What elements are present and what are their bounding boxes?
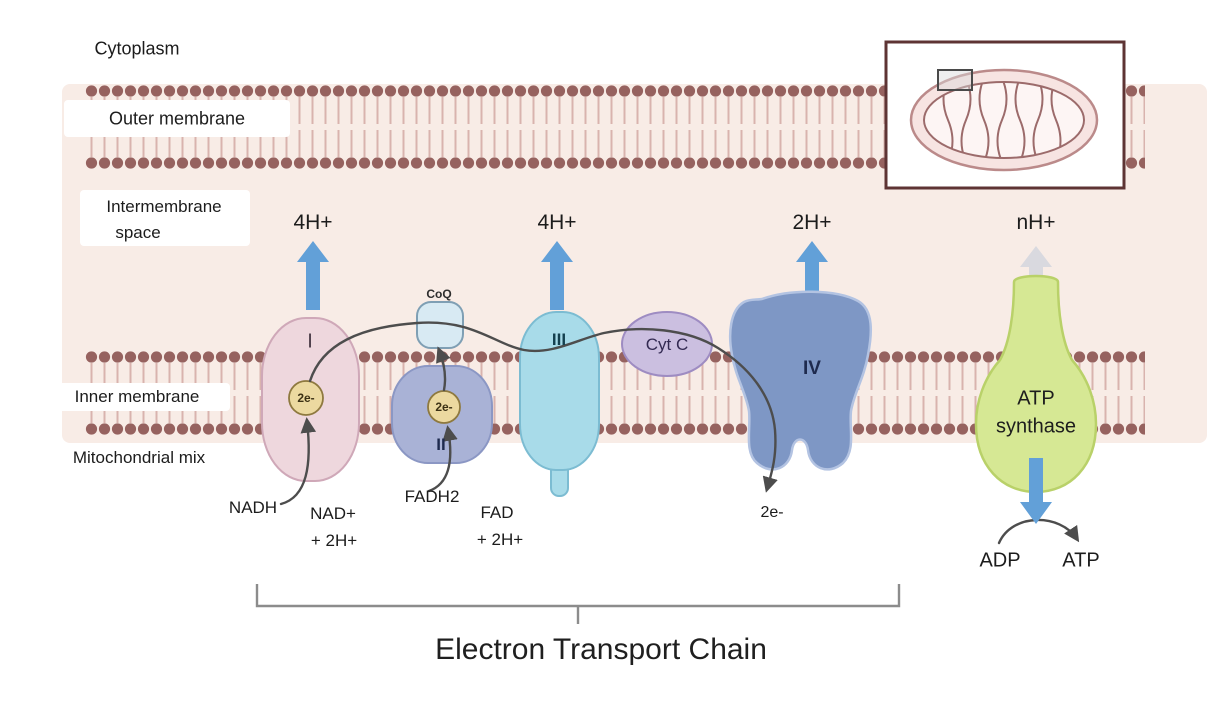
nadh-arrow [279,417,317,506]
matrix-label: Mitochondrial mix [72,448,206,467]
etc-bracket [255,584,901,624]
cyt-c-label: Cyt C [645,335,689,354]
proton-label-complex-iv: 2H+ [792,211,832,234]
atp-synthase-label-line2: synthase [995,415,1077,438]
coq-label: CoQ [426,287,452,301]
fad-label-line1: FAD [480,503,514,522]
electron-label-complex-i: 2e- [297,391,315,405]
intermembrane-space-label-line2: space [115,223,161,242]
electron-label-output: 2e- [760,504,784,521]
inner-membrane-label-backdrop [44,383,230,411]
adp-label: ADP [979,549,1021,572]
intermembrane-label-backdrop [80,190,250,246]
nad-label-line2: + 2H+ [310,531,358,550]
atp-synthase-label-line1: ATP [1017,387,1055,410]
electron-circle-complex-i [288,380,324,416]
proton-label-complex-iii: 4H+ [537,211,577,234]
outer-membrane-label: Outer membrane [108,108,246,129]
cytoplasm-label: Cytoplasm [94,38,180,59]
proton-label-complex-i: 4H+ [293,211,333,234]
diagram-title: Electron Transport Chain [435,633,767,666]
zoom-region-box [937,69,973,91]
nadh-label: NADH [228,498,278,517]
complex-ii-label: II [436,435,446,454]
proton-down-arrow-atp-synthase [1020,458,1052,524]
electron-label-complex-ii: 2e- [435,400,453,414]
proton-arrow-complex-iv [796,241,828,310]
electron-flow [279,321,1080,545]
proton-arrow-complex-i [297,241,329,310]
fadh2-label: FADH2 [404,487,460,506]
inner-membrane-label: Inner membrane [74,387,200,406]
matrix-label-backdrop [38,444,240,472]
electron-path-main [308,321,778,493]
outer-membrane-label-backdrop [64,100,290,137]
proton-label-atp-synthase: nH+ [1016,211,1056,234]
complex-iv-shape [728,290,873,471]
proton-arrow-complex-iii [541,241,573,310]
intermembrane-space-label-line1: Intermembrane [106,197,222,216]
complex-iii-label: III [551,330,567,349]
fad-label-line2: + 2H+ [476,530,524,549]
complex-iv-label: IV [803,358,821,379]
nad-label-line1: NAD+ [310,504,356,523]
fadh2-arrow [427,425,458,493]
mitochondrion-inset [884,40,1126,190]
atp-label: ATP [1062,549,1100,572]
atp-synthase-shape [974,274,1098,494]
adp-to-atp-arrow [997,518,1080,545]
complex-i-label: I [307,330,313,353]
electron-path-complex-ii-to-coq [436,346,451,392]
